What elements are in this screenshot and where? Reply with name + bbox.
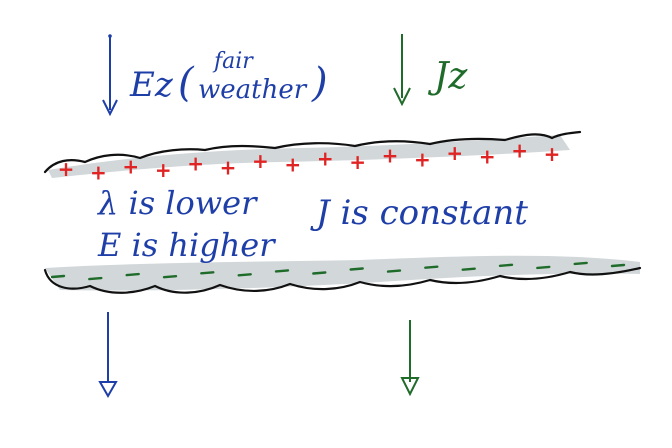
positive-charge: + [220,155,237,179]
positive-charge: + [446,141,463,165]
field-note-line1: fair [212,49,254,74]
positive-charge: + [187,152,204,176]
positive-charge: + [58,157,75,181]
negative-charge [125,272,140,277]
field-note-line2: weather [198,75,308,105]
current-arrow-bottom-head [400,377,420,397]
negative-charge [162,275,178,279]
negative-charge [610,263,626,268]
positive-charge: + [479,145,496,169]
negative-charge [312,271,327,275]
lambda-statement: λ is lower [96,184,258,222]
negative-charge [50,274,66,279]
negative-charge-row [50,261,626,281]
negative-charge [424,265,439,269]
positive-charge: + [122,154,139,178]
current-symbol-label: Jz [427,56,468,97]
negative-charge [536,265,551,270]
current-arrow-top [393,34,411,107]
j-statement: J is constant [310,193,528,233]
field-arrow-top-head [102,99,118,117]
field-arrow-bottom [98,312,118,399]
lower-layer-boundary [43,266,642,294]
field-paren-close: ) [311,60,328,106]
positive-charge-row: + + + + + + + + + + + + + + + + [58,138,561,184]
positive-charge: + [544,142,561,166]
upper-layer [43,130,582,178]
field-arrow-top-dot [108,34,112,38]
negative-charge [274,269,290,273]
positive-charge: + [317,146,334,170]
negative-charge [237,273,252,277]
positive-charge: + [349,150,366,174]
field-paren-open: ( [178,60,195,106]
negative-charge [573,261,588,266]
negative-charge [461,267,476,271]
field-arrow-bottom-head [98,381,118,399]
negative-charge [349,267,364,271]
upper-layer-boundary [43,130,582,174]
current-arrow-bottom [400,320,420,397]
current-arrow-top-head [393,87,411,107]
positive-charge: + [511,138,528,162]
lower-layer-shading [45,255,640,291]
positive-charge: + [414,147,431,171]
negative-charge [386,269,402,273]
negative-charge [88,276,103,281]
negative-charge [200,271,215,275]
field-arrow-top [102,34,118,117]
lower-layer [43,255,642,294]
positive-charge: + [252,149,269,173]
negative-charge [498,263,514,267]
e-statement: E is higher [97,226,276,264]
positive-charge: + [284,153,301,177]
positive-charge: + [155,158,172,182]
positive-charge: + [382,144,399,168]
field-symbol-label: Ez [129,65,174,105]
positive-charge: + [90,161,107,185]
upper-layer-shading [48,135,570,178]
